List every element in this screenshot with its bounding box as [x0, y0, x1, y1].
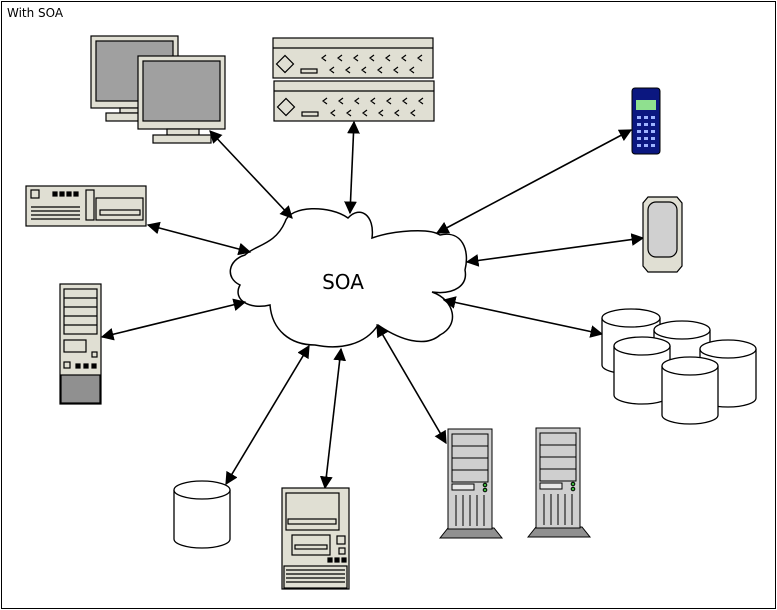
- connection-arrows: [100, 120, 645, 490]
- tower-pc-bottom-icon: [281, 487, 350, 590]
- arrow-tower-bottom: [319, 347, 347, 490]
- rack-servers-icon: [272, 37, 435, 122]
- database-icon: [173, 480, 231, 549]
- tower-server-left-icon: [59, 283, 102, 405]
- soa-cloud: SOA: [229, 207, 468, 348]
- arrow-db-cluster: [442, 296, 604, 338]
- tower-servers-right-icon: [438, 427, 592, 539]
- arrow-tower-servers: [376, 323, 447, 445]
- desktop-pc-icon: [25, 185, 147, 227]
- arrow-phone: [435, 129, 633, 234]
- soa-label: SOA: [322, 270, 364, 294]
- database-cluster-icon: [601, 308, 757, 425]
- desktop-computers-icon: [90, 35, 226, 144]
- arrow-desktop-pc: [146, 221, 252, 256]
- arrow-pda: [465, 233, 645, 267]
- pda-icon: [642, 196, 683, 273]
- arrow-rack-servers: [344, 120, 360, 215]
- arrow-tower-left: [100, 298, 247, 341]
- arrow-database: [225, 344, 310, 486]
- arrow-desktops: [209, 130, 293, 219]
- mobile-phone-icon: [631, 87, 661, 155]
- diagram-title: With SOA: [7, 6, 64, 20]
